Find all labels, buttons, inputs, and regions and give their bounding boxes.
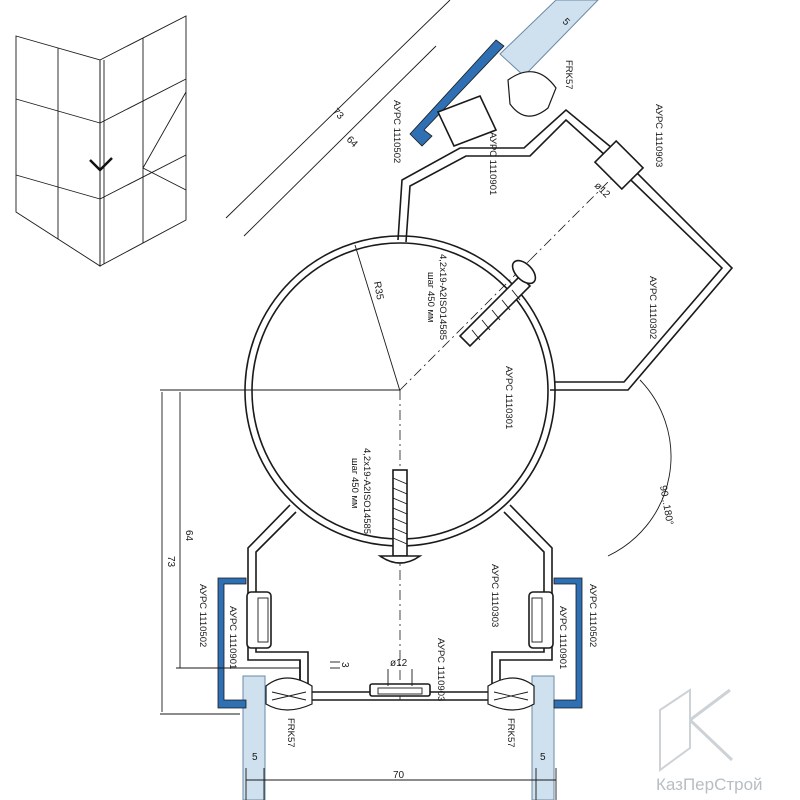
label-screw-top-2: шаг 450 мм	[425, 272, 436, 323]
dim-64-top: 64	[344, 134, 360, 150]
dimension-lines	[160, 0, 672, 800]
shower-enclosure-thumbnail	[15, 15, 187, 267]
screw-bottom	[377, 469, 423, 564]
label-seal-right: FRK57	[505, 718, 516, 748]
seal-right	[487, 677, 535, 711]
glass-top-assembly	[409, 0, 599, 148]
label-clip-right: АУРС 1110502	[587, 584, 598, 647]
dim-73-top: 73	[330, 106, 346, 122]
kazperstroy-logo: КазПерСтрой	[656, 688, 763, 794]
label-screw-top-1: 4,2х19-A2ISO14585	[437, 254, 448, 340]
label-screw-bottom-2: шаг 450 мм	[349, 458, 360, 509]
label-screw-bottom-1: 4,2х19-A2ISO14585	[361, 448, 372, 534]
dim-64-left: 64	[183, 530, 194, 542]
dim-73-left: 73	[165, 556, 176, 568]
screw-top	[458, 259, 537, 348]
hinge-mark-icon	[89, 157, 113, 172]
label-circle-profile: АУРС 1110301	[503, 366, 514, 429]
right-corner-profile	[397, 108, 734, 391]
clip-left	[217, 577, 247, 709]
glass-panel-top	[499, 0, 599, 77]
dim-dia12-bottom: ø12	[390, 658, 408, 669]
dim-5-right: 5	[540, 752, 546, 763]
glass-left-assembly	[217, 577, 313, 800]
label-right-corner: АУРС 1110302	[647, 276, 658, 339]
dim-r35: R35	[371, 281, 385, 301]
dim-3: 3	[339, 662, 350, 668]
glass-panel-left	[242, 675, 266, 800]
label-clip-left: АУРС 1110502	[197, 584, 208, 647]
seal-top	[507, 71, 557, 117]
dim-dia12-right: ø12	[592, 180, 612, 200]
clip-top	[409, 39, 505, 147]
diagonal-center-line-2	[529, 169, 621, 261]
dim-70: 70	[393, 770, 405, 781]
label-holder-left: АУРС 1110901	[227, 606, 238, 669]
clip-right	[553, 577, 583, 709]
label-cap-bottom: АУРС 1110903	[435, 638, 446, 701]
label-bottom-corner: АУРС 1110303	[489, 564, 500, 627]
label-holder-right: АУРС 1110901	[557, 606, 568, 669]
label-seal-top: FRK57	[563, 60, 574, 90]
label-holder-top: АУРС 1110901	[487, 132, 498, 195]
label-cap-right: АУРС 1110903	[653, 104, 664, 167]
glass-right-assembly	[487, 577, 583, 800]
dim-5-left: 5	[252, 752, 258, 763]
label-seal-left: FRK57	[285, 718, 296, 748]
seal-left	[265, 677, 313, 711]
logo-text: КазПерСтрой	[656, 775, 763, 794]
label-clip-top: АУРС 1110502	[391, 100, 402, 163]
glass-panel-right	[531, 675, 555, 800]
